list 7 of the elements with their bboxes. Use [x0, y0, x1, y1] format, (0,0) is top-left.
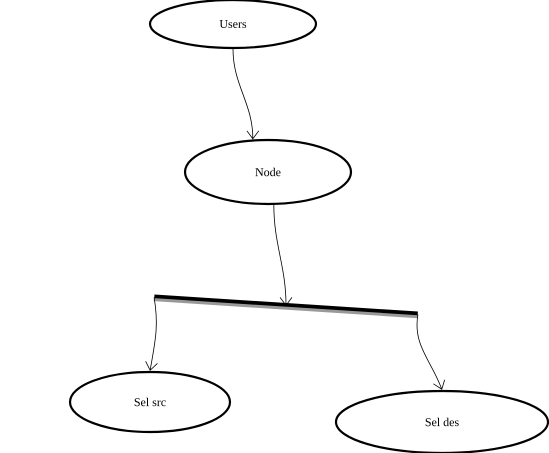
arrow — [273, 204, 292, 306]
arrow — [416, 314, 446, 390]
ellipse-node: Node — [184, 138, 352, 206]
arrow — [232, 48, 260, 140]
ellipse-node: Sel src — [68, 370, 232, 434]
arrow — [145, 297, 158, 371]
bar — [154, 294, 418, 318]
